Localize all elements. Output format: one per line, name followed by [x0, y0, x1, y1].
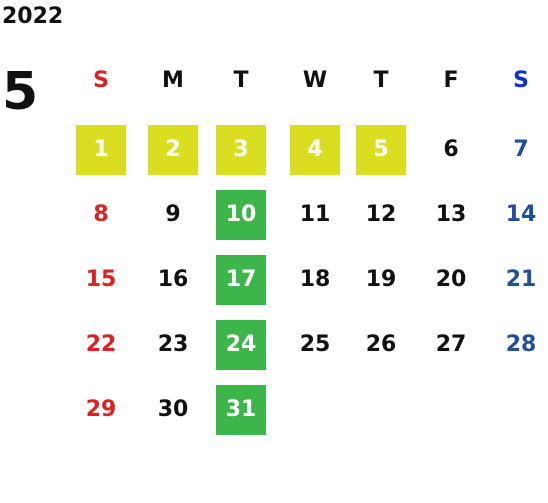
day-cell-tuesday: 3 [216, 125, 266, 175]
weekday-header-wednesday: W [302, 68, 328, 93]
day-cell-monday: 9 [165, 202, 181, 227]
day-cell-friday: 27 [435, 332, 467, 357]
day-cell-tuesday: 17 [216, 255, 266, 305]
day-cell-wednesday: 18 [299, 267, 331, 292]
day-cell-sunday: 8 [93, 202, 109, 227]
weekday-header-saturday: S [513, 68, 529, 93]
day-cell-sunday: 1 [76, 125, 126, 175]
day-cell-sunday: 15 [85, 267, 117, 292]
weekday-header-monday: M [162, 68, 184, 93]
weekday-header-sunday: S [93, 68, 109, 93]
day-cell-thursday: 5 [356, 125, 406, 175]
day-cell-monday: 30 [157, 397, 189, 422]
day-cell-thursday: 19 [365, 267, 397, 292]
day-cell-saturday: 14 [505, 202, 537, 227]
day-cell-monday: 23 [157, 332, 189, 357]
day-cell-wednesday: 25 [299, 332, 331, 357]
year-label: 2022 [2, 4, 64, 29]
day-cell-thursday: 26 [365, 332, 397, 357]
day-cell-sunday: 29 [85, 397, 117, 422]
weekday-header-friday: F [443, 68, 459, 93]
day-cell-wednesday: 11 [299, 202, 331, 227]
day-cell-monday: 16 [157, 267, 189, 292]
day-cell-friday: 20 [435, 267, 467, 292]
day-cell-saturday: 28 [505, 332, 537, 357]
day-cell-sunday: 22 [85, 332, 117, 357]
day-cell-tuesday: 24 [216, 320, 266, 370]
weekday-header-tuesday: T [233, 68, 249, 93]
day-cell-tuesday: 10 [216, 190, 266, 240]
day-cell-friday: 13 [435, 202, 467, 227]
day-cell-saturday: 21 [505, 267, 537, 292]
day-cell-monday: 2 [148, 125, 198, 175]
month-number: 5 [2, 62, 39, 122]
day-cell-thursday: 12 [365, 202, 397, 227]
day-cell-saturday: 7 [513, 137, 529, 162]
day-cell-tuesday: 31 [216, 385, 266, 435]
day-cell-friday: 6 [443, 137, 459, 162]
day-cell-wednesday: 4 [290, 125, 340, 175]
weekday-header-thursday: T [373, 68, 389, 93]
